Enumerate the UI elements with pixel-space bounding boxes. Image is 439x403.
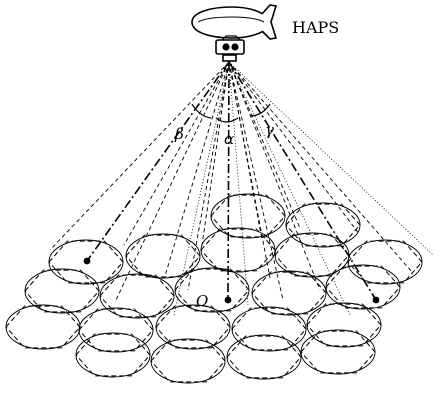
cell-hexagon bbox=[347, 240, 423, 284]
beam-edge-line bbox=[228, 61, 361, 236]
beam-center-dot-left bbox=[83, 257, 91, 265]
cell-ellipse bbox=[226, 334, 302, 380]
cell-hexagon bbox=[226, 335, 302, 379]
cell-ellipse bbox=[210, 193, 286, 239]
beam-lines bbox=[49, 61, 434, 316]
cell-ellipse bbox=[300, 329, 376, 375]
beam-edge-line bbox=[49, 61, 230, 251]
cell-hexagon bbox=[99, 274, 175, 318]
gamma-label: γ bbox=[265, 121, 274, 139]
beam-center-dot-right bbox=[372, 296, 380, 304]
beta-arc bbox=[191, 103, 212, 119]
beam-edge-line bbox=[115, 61, 230, 301]
cell-ellipse bbox=[150, 338, 226, 384]
cell-hexagon bbox=[306, 303, 382, 347]
cell-hexagon bbox=[174, 268, 250, 312]
cell-hexagon bbox=[274, 233, 350, 277]
cell-hexagon bbox=[251, 271, 327, 315]
beam-center-dot-center bbox=[224, 296, 232, 304]
cell-hexagon bbox=[300, 330, 376, 374]
cell-hexagon bbox=[48, 240, 124, 284]
cell-ellipse bbox=[125, 233, 201, 279]
beam-dotted-line bbox=[228, 61, 351, 316]
beam-axis-line bbox=[86, 61, 230, 262]
cell-hexagon bbox=[78, 308, 154, 352]
beam-dotted-line bbox=[228, 61, 434, 256]
beam-edge-line bbox=[228, 61, 321, 291]
beam-edge-line bbox=[201, 61, 230, 246]
beam-edge-line bbox=[123, 61, 230, 246]
beam-axis-line bbox=[227, 61, 230, 301]
cell-ellipse bbox=[347, 239, 423, 285]
cell-hexagon bbox=[24, 269, 100, 313]
beam-axis-line bbox=[228, 61, 377, 301]
beam-edge-line bbox=[228, 61, 413, 273]
origin-label: O bbox=[196, 292, 208, 310]
cell-hexagon bbox=[155, 305, 231, 349]
cell-grid bbox=[5, 193, 423, 384]
cell-hexagon bbox=[125, 234, 201, 278]
cell-ellipse bbox=[75, 332, 151, 378]
alpha-label: α bbox=[224, 130, 234, 148]
cell-ellipse bbox=[285, 202, 361, 248]
beam-dotted-line bbox=[173, 61, 230, 316]
gamma-arc bbox=[249, 103, 271, 117]
cell-ellipse bbox=[325, 264, 401, 310]
cell-hexagon bbox=[75, 333, 151, 377]
beam-edge-line bbox=[228, 61, 271, 279]
cell-hexagon bbox=[231, 307, 307, 351]
alpha-arc bbox=[215, 117, 239, 123]
angle-arcs bbox=[191, 103, 271, 123]
cell-hexagon bbox=[325, 265, 401, 309]
beam-edge-line bbox=[187, 61, 230, 291]
beta-label: β bbox=[174, 125, 184, 143]
cell-ellipse bbox=[200, 227, 276, 273]
cell-ellipse bbox=[5, 304, 81, 350]
cell-hexagon bbox=[150, 339, 226, 383]
cell-hexagon bbox=[210, 194, 286, 238]
beam-edge-line bbox=[228, 61, 301, 229]
cell-hexagon bbox=[5, 305, 81, 349]
airship-icon bbox=[191, 4, 278, 63]
beam-dotted-line bbox=[228, 61, 249, 306]
beam-edge-line bbox=[228, 61, 263, 241]
beam-edge-line bbox=[164, 61, 230, 277]
cell-hexagon bbox=[200, 228, 276, 272]
cell-hexagon bbox=[285, 203, 361, 247]
beam-edge-line bbox=[228, 61, 284, 301]
haps-label: HAPS bbox=[292, 18, 339, 37]
